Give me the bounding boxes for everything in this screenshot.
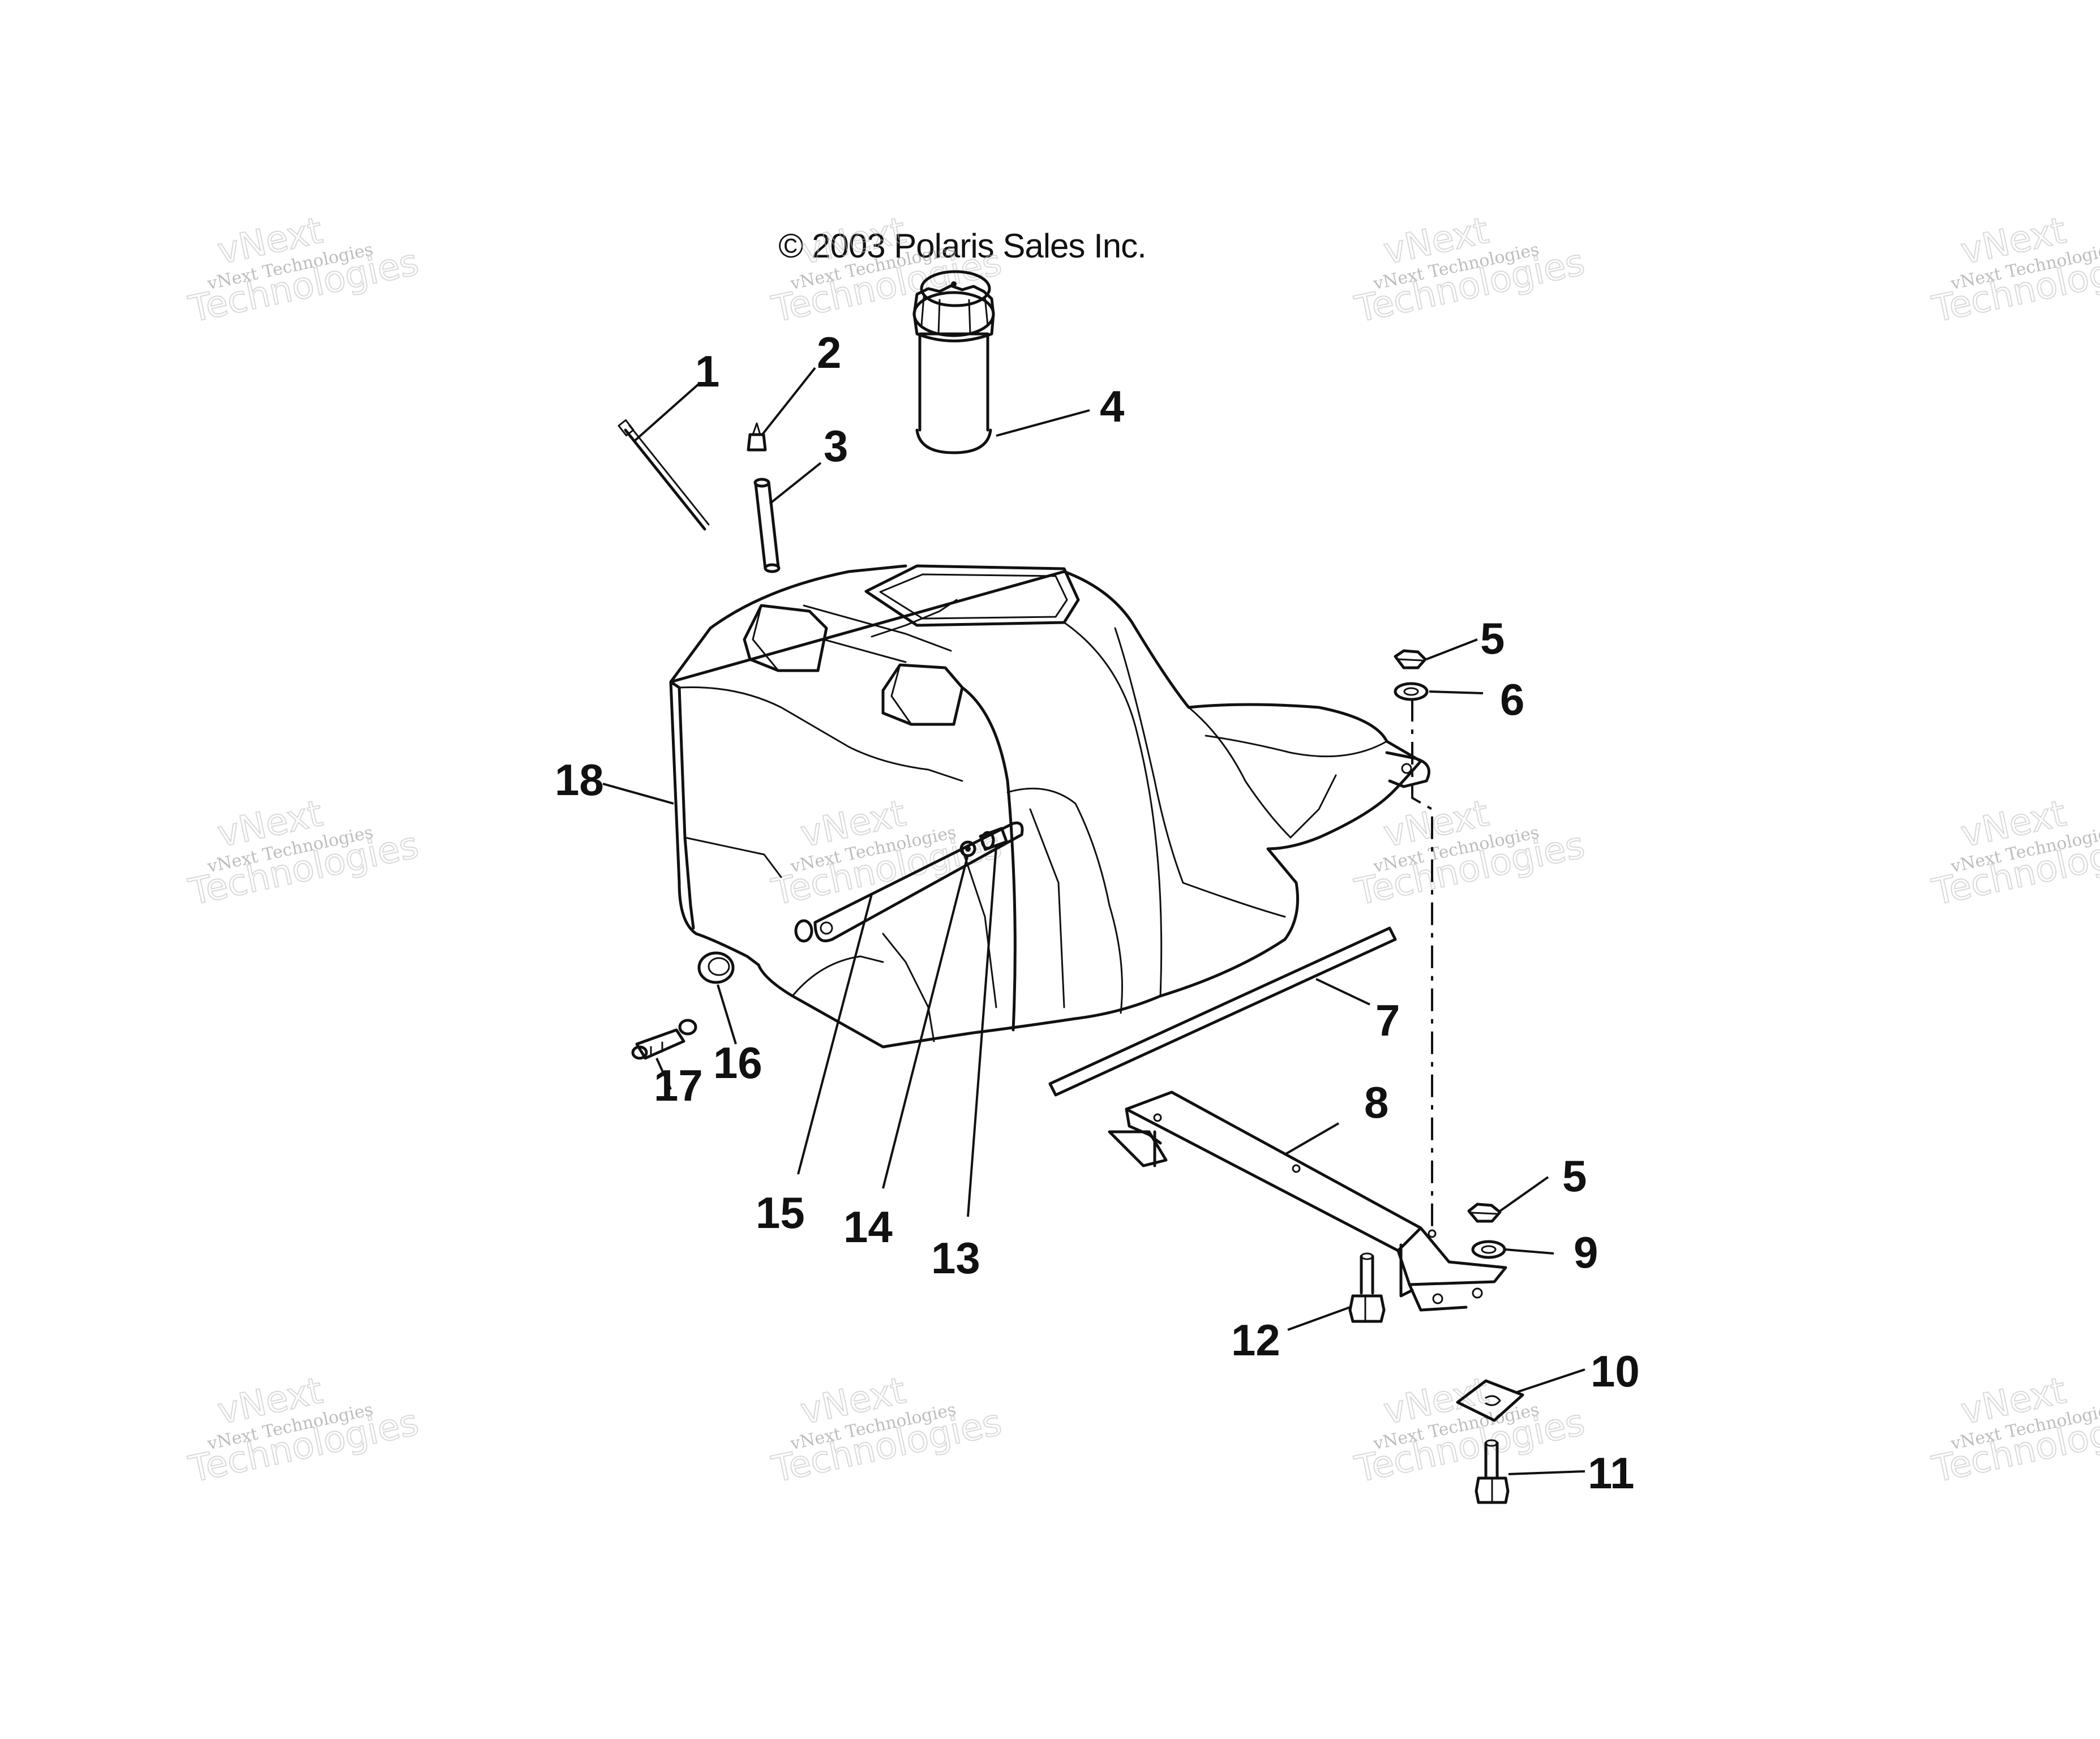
part-11-bolt (1475, 1439, 1510, 1504)
part-9-washer (1471, 1240, 1506, 1259)
callout-4: 4 (1100, 381, 1124, 431)
watermark: vNext vNext Technologies Technologies (1351, 792, 1589, 914)
watermark: vNext vNext Technologies Technologies (1351, 209, 1589, 332)
leader-10 (1516, 1368, 1585, 1393)
part-17-fuel-valve (631, 1019, 697, 1060)
part-2-vent-fitting (747, 422, 767, 452)
leader-6 (1429, 690, 1484, 694)
callout-5-bottom: 5 (1562, 1151, 1587, 1201)
callout-11: 11 (1588, 1448, 1634, 1498)
leader-7 (1315, 978, 1370, 1006)
leader-5b (1499, 1176, 1549, 1212)
leader-2 (760, 367, 816, 437)
callout-6: 6 (1500, 675, 1524, 724)
leader-4 (996, 409, 1090, 437)
leader-8 (1284, 1122, 1340, 1156)
callout-12: 12 (1231, 1315, 1280, 1365)
part-10-clip-plate (1456, 1379, 1524, 1422)
leader-16 (717, 984, 737, 1045)
part-5-nut-top (1394, 649, 1427, 669)
part-3-vent-tube (753, 478, 781, 573)
leader-15 (797, 894, 873, 1175)
leader-17 (655, 1058, 672, 1090)
part-4-fuel-cap (912, 270, 995, 454)
leader-12 (1287, 1306, 1351, 1331)
callout-16: 16 (713, 1038, 762, 1088)
callout-1: 1 (695, 346, 719, 396)
leader-9 (1505, 1248, 1554, 1255)
leader-11 (1508, 1470, 1585, 1475)
watermark: vNext vNext Technologies Technologies (768, 1369, 1006, 1492)
watermark: vNext vNext Technologies Technologies (768, 792, 1006, 914)
watermark-layer: vNext vNext Technologies Technologies vN… (185, 209, 2100, 1492)
leader-3 (769, 462, 822, 505)
part-6-washer (1394, 682, 1429, 701)
watermark: vNext vNext Technologies Technologies (185, 1369, 423, 1492)
leader-14 (882, 854, 969, 1189)
leader-18 (602, 783, 674, 805)
leader-lines (602, 367, 1585, 1475)
part-1-strap (618, 419, 710, 531)
watermark: vNext vNext Technologies Technologies (1928, 1369, 2100, 1492)
callout-18: 18 (555, 755, 604, 805)
part-7-foam-strip (1048, 926, 1397, 1097)
part-12-bolt (1348, 1252, 1386, 1323)
callout-10: 10 (1591, 1346, 1640, 1396)
callout-13: 13 (931, 1233, 980, 1283)
part-16-grommet (697, 951, 735, 984)
part-5-nut-bottom (1467, 1203, 1502, 1223)
copyright-notice: © 2003 Polaris Sales Inc. (778, 227, 1147, 265)
callout-14: 14 (843, 1202, 893, 1252)
callout-8: 8 (1364, 1077, 1388, 1127)
leader-1 (633, 383, 700, 443)
leader-13 (967, 845, 997, 1217)
watermark: vNext vNext Technologies Technologies (768, 209, 1006, 332)
callout-5-top: 5 (1480, 613, 1505, 663)
watermark: vNext vNext Technologies Technologies (185, 209, 423, 332)
callout-7: 7 (1375, 995, 1400, 1045)
callout-9: 9 (1574, 1227, 1598, 1277)
callout-2: 2 (817, 328, 841, 377)
callout-17: 17 (654, 1060, 703, 1110)
callout-3: 3 (824, 421, 848, 471)
watermark: vNext vNext Technologies Technologies (1928, 792, 2100, 914)
watermark: vNext vNext Technologies Technologies (185, 792, 423, 914)
watermark: vNext vNext Technologies Technologies (1928, 209, 2100, 332)
leader-5a (1426, 638, 1478, 660)
assembly-centerline (1411, 699, 1433, 1234)
callout-labels: 1 2 3 4 5 6 7 8 5 9 10 11 12 13 14 15 16… (555, 328, 1640, 1498)
watermark: vNext vNext Technologies Technologies (1351, 1369, 1589, 1492)
callout-15: 15 (756, 1188, 805, 1238)
part-8-mount-bracket (1108, 1090, 1507, 1312)
